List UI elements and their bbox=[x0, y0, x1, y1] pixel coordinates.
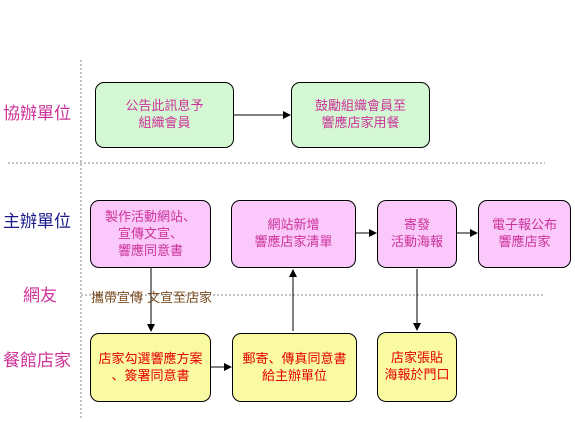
node-mail-fax-text: 郵寄、傳真同意書 給主辦單位 bbox=[242, 351, 347, 384]
node-add-store-list: 網站新增 響應店家清單 bbox=[231, 200, 356, 268]
node-add-store-list-text: 網站新增 響應店家清單 bbox=[254, 218, 333, 250]
node-make-website: 製作活動網站、 宣傳文宣、 響應同意書 bbox=[90, 200, 211, 268]
node-announce-text: 公告此訊息予 組織會員 bbox=[125, 99, 204, 131]
lane-label-netizen: 網友 bbox=[23, 286, 57, 306]
node-post-poster-text: 店家張貼 海報於門口 bbox=[384, 351, 450, 383]
node-announce-to-members: 公告此訊息予 組織會員 bbox=[95, 82, 234, 148]
node-mail-fax: 郵寄、傳真同意書 給主辦單位 bbox=[232, 333, 357, 402]
node-choose-plan-text: 店家勾選響應方案 、簽署同意書 bbox=[98, 351, 203, 384]
node-send-poster-text: 寄發 活動海報 bbox=[390, 218, 443, 250]
note-bring-flyers: 攜帶宣傳 文宣至店家 bbox=[91, 291, 213, 306]
node-enewsletter-text: 電子報公布 響應店家 bbox=[491, 218, 557, 250]
node-make-website-text: 製作活動網站、 宣傳文宣、 響應同意書 bbox=[104, 209, 196, 259]
node-encourage-text: 鼓勵組織會員至 響應店家用餐 bbox=[314, 99, 406, 131]
node-enewsletter: 電子報公布 響應店家 bbox=[478, 200, 571, 268]
node-choose-plan: 店家勾選響應方案 、簽署同意書 bbox=[90, 333, 211, 402]
node-send-poster: 寄發 活動海報 bbox=[377, 200, 457, 268]
node-encourage-members: 鼓勵組織會員至 響應店家用餐 bbox=[291, 82, 430, 148]
node-post-poster: 店家張貼 海報於門口 bbox=[377, 332, 457, 402]
lane-label-restaurant: 餐館店家 bbox=[3, 351, 71, 371]
lane-label-organizer: 主辦單位 bbox=[3, 212, 71, 232]
lane-label-co-organizer: 協辦單位 bbox=[3, 104, 71, 124]
